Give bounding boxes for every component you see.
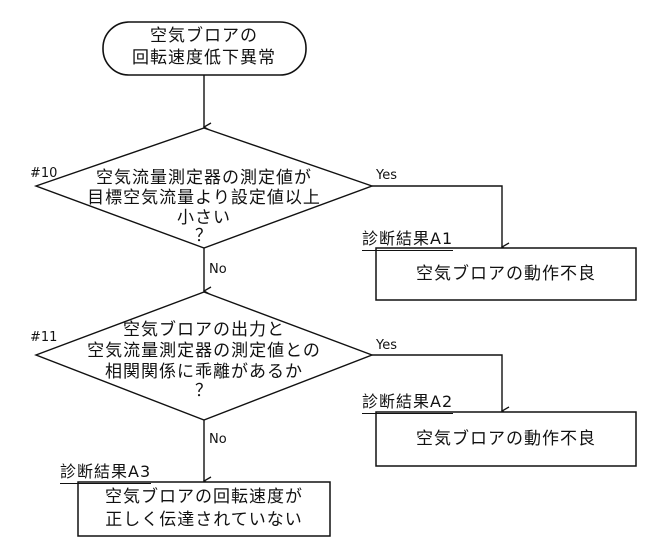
decision-11-yes-label: Yes xyxy=(376,338,397,353)
decision-11-step-label: #11 xyxy=(30,330,58,345)
result-a3-line: 正しく伝達されていない xyxy=(105,510,303,530)
decision-10-line: 目標空気流量より設定値以上 xyxy=(87,188,321,208)
decision-10-line: ？ xyxy=(194,226,213,246)
connector-decision-10-yes xyxy=(372,185,502,247)
result-a1-label: 診断結果A1 xyxy=(362,225,454,251)
start-terminal-text: 空気ブロアの 回転速度低下異常 xyxy=(132,25,276,69)
decision-11-no-label: No xyxy=(209,432,227,447)
result-a3-line: 空気ブロアの回転速度が xyxy=(105,487,303,507)
result-a3-label: 診断結果A3 xyxy=(60,458,152,484)
result-a3-box xyxy=(77,481,331,537)
result-a2-box xyxy=(375,411,637,467)
decision-10-no-label: No xyxy=(209,262,227,277)
decision-11-line: 相関関係に乖離があるか xyxy=(105,362,303,382)
decision-11-line: 空気流量測定器の測定値との xyxy=(87,341,321,361)
result-a3-text: 空気ブロアの回転速度が 正しく伝達されていない xyxy=(105,486,303,532)
decision-11-line: ？ xyxy=(195,381,213,401)
result-a1-text: 空気ブロアの動作不良 xyxy=(416,263,596,285)
result-a2-label: 診断結果A2 xyxy=(362,388,454,414)
start-line: 回転速度低下異常 xyxy=(132,48,276,68)
decision-10-text: 空気流量測定器の測定値が 目標空気流量より設定値以上 小さい ？ xyxy=(87,168,321,246)
decision-10-yes-label: Yes xyxy=(376,168,397,183)
decision-10-line: 小さい xyxy=(176,208,231,228)
result-a1-box xyxy=(375,247,637,301)
connector-decision-11-yes xyxy=(372,354,502,411)
result-a2-text: 空気ブロアの動作不良 xyxy=(416,428,596,450)
result-a2-line: 空気ブロアの動作不良 xyxy=(416,429,596,449)
result-a1-line: 空気ブロアの動作不良 xyxy=(416,264,596,284)
start-line: 空気ブロアの xyxy=(150,26,258,46)
decision-10-line: 空気流量測定器の測定値が xyxy=(95,168,312,188)
decision-11-text: 空気ブロアの出力と 空気流量測定器の測定値との 相関関係に乖離があるか ？ xyxy=(87,320,321,401)
decision-10-step-label: #10 xyxy=(30,166,58,181)
decision-11-line: 空気ブロアの出力と xyxy=(123,320,285,340)
